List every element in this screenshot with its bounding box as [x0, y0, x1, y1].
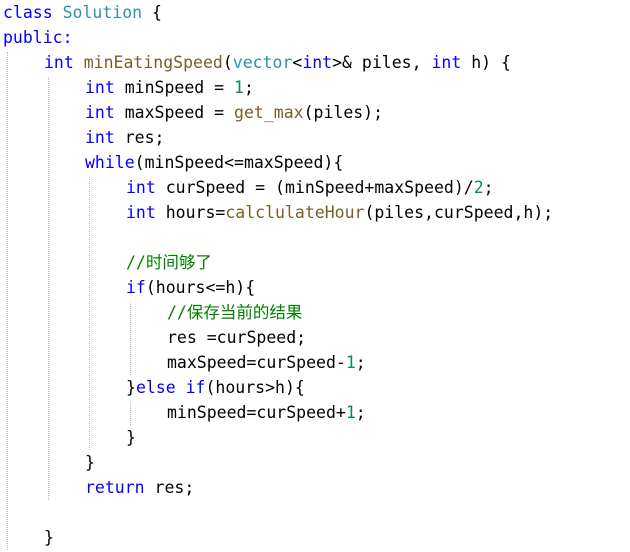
code-token-plain: }: [126, 428, 136, 447]
code-line[interactable]: minSpeed=curSpeed+1;: [167, 400, 366, 425]
code-line[interactable]: res =curSpeed;: [167, 325, 306, 350]
code-line[interactable]: class Solution {: [3, 0, 162, 25]
code-token-plain: ;: [483, 178, 494, 197]
code-token-cm: //保存当前的结果: [167, 303, 303, 322]
code-line[interactable]: public:: [3, 25, 73, 50]
code-token-plain: res;: [114, 128, 165, 147]
code-token-plain: (hours<=h){: [145, 278, 256, 297]
code-token-kw: int: [44, 53, 74, 72]
code-token-plain: ;: [355, 403, 366, 422]
indent-guide: [130, 302, 131, 375]
code-token-plain: maxSpeed =: [114, 103, 235, 122]
code-token-plain: maxSpeed=curSpeed-: [167, 353, 346, 372]
code-token-plain: (piles,curSpeed,h);: [364, 203, 554, 222]
indent-guide: [89, 177, 90, 450]
code-line[interactable]: //保存当前的结果: [167, 300, 302, 325]
code-line[interactable]: int minEatingSpeed(vector<int>& piles, i…: [44, 50, 511, 75]
code-line[interactable]: int res;: [85, 125, 164, 150]
code-token-kw: public:: [3, 28, 73, 47]
code-token-fn: calclulateHour: [225, 203, 365, 222]
code-token-kw: int: [85, 128, 115, 147]
code-line[interactable]: maxSpeed=curSpeed-1;: [167, 350, 366, 375]
code-token-num: 1: [234, 78, 244, 97]
code-token-num: 1: [345, 353, 356, 372]
code-line[interactable]: }: [85, 450, 95, 475]
code-token-fn: get_max: [234, 103, 304, 122]
code-token-plain: minSpeed=curSpeed+: [167, 403, 346, 422]
code-token-plain: res =curSpeed;: [167, 328, 307, 347]
code-token-plain: ;: [355, 353, 366, 372]
indent-guide: [48, 77, 49, 500]
indent-guide: [7, 52, 8, 550]
code-token-plain: }: [44, 528, 54, 547]
code-token-plain: (minSpeed<=maxSpeed){: [134, 153, 344, 172]
code-token-num: 1: [345, 403, 356, 422]
code-line[interactable]: }: [44, 525, 54, 550]
code-line[interactable]: return res;: [85, 475, 194, 500]
code-token-kw: if: [126, 278, 146, 297]
code-token-kw: return: [85, 478, 145, 497]
code-token-kw: class: [3, 3, 53, 22]
code-line[interactable]: //时间够了: [126, 250, 212, 275]
code-token-kw: int: [302, 53, 333, 72]
code-token-plain: <: [292, 53, 303, 72]
code-token-plain: }: [85, 453, 95, 472]
code-token-kw: else: [135, 378, 176, 397]
code-token-plain: (piles);: [303, 103, 384, 122]
code-line[interactable]: int hours=calclulateHour(piles,curSpeed,…: [126, 200, 553, 225]
code-line[interactable]: int maxSpeed = get_max(piles);: [85, 100, 383, 125]
code-token-plain: res;: [144, 478, 195, 497]
code-token-kw: int: [85, 103, 115, 122]
code-token-cm: //时间够了: [126, 253, 212, 272]
code-token-type: Solution: [62, 3, 143, 22]
code-line[interactable]: int minSpeed = 1;: [85, 75, 254, 100]
code-line[interactable]: if(hours<=h){: [126, 275, 255, 300]
code-token-plain: hours=: [155, 203, 226, 222]
code-token-kw: int: [126, 203, 156, 222]
code-token-kw: if: [185, 378, 206, 397]
code-token-plain: [74, 53, 84, 72]
code-token-fn: minEatingSpeed: [83, 53, 223, 72]
code-token-plain: [176, 378, 186, 397]
code-token-plain: (: [222, 53, 233, 72]
code-token-plain: h) {: [461, 53, 511, 72]
code-token-num: 2: [473, 178, 484, 197]
code-token-plain: ;: [243, 78, 254, 97]
code-token-plain: {: [142, 3, 162, 22]
code-token-kw: int: [126, 178, 156, 197]
code-token-plain: >& piles,: [332, 53, 432, 72]
code-token-plain: [53, 3, 63, 22]
code-line[interactable]: }else if(hours>h){: [126, 375, 305, 400]
code-token-kw: int: [431, 53, 462, 72]
code-line[interactable]: }: [126, 425, 136, 450]
indent-guide: [130, 402, 131, 425]
code-line[interactable]: while(minSpeed<=maxSpeed){: [85, 150, 343, 175]
code-token-plain: curSpeed = (minSpeed+maxSpeed)/: [155, 178, 474, 197]
code-token-plain: minSpeed =: [114, 78, 235, 97]
code-token-kw: int: [85, 78, 115, 97]
code-line[interactable]: int curSpeed = (minSpeed+maxSpeed)/2;: [126, 175, 494, 200]
code-token-type: vector: [232, 53, 293, 72]
code-token-kw: while: [85, 153, 135, 172]
code-token-plain: (hours>h){: [205, 378, 305, 397]
code-token-plain: }: [126, 378, 136, 397]
